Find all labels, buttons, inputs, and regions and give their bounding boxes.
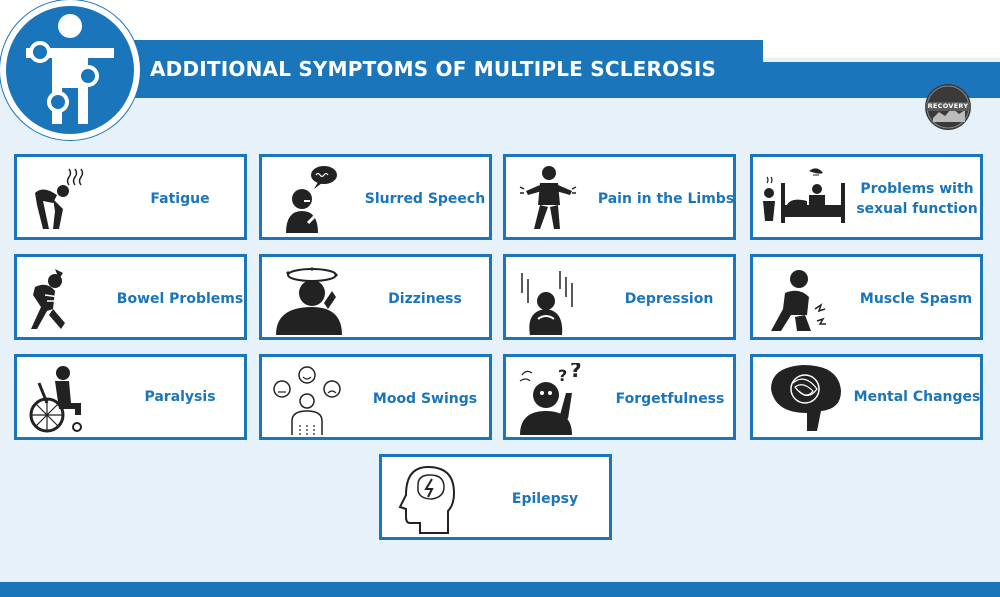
limb-pain-person-icon <box>519 166 577 229</box>
dizzy-head-icon <box>276 267 342 335</box>
symptom-label: Fatigue <box>150 191 210 207</box>
wheelchair-icon <box>29 366 82 433</box>
symptom-label: Paralysis <box>144 389 216 405</box>
symptom-card-mental-changes: Mental Changes <box>750 354 983 440</box>
symptom-label: Dizziness <box>388 291 462 307</box>
speech-bubble-person-icon <box>286 166 337 233</box>
symptom-card-bowel-problems: Bowel Problems <box>14 254 247 340</box>
symptom-card-mood-swings: Mood Swings <box>259 354 492 440</box>
symptom-card-depression: Depression <box>503 254 736 340</box>
symptom-label: Slurred Speech <box>364 191 486 207</box>
tangled-brain-icon <box>771 365 841 431</box>
symptom-card-paralysis: Paralysis <box>14 354 247 440</box>
symptom-card-fatigue: Fatigue <box>14 154 247 240</box>
symptom-label: Pain in the Limbs <box>597 191 735 207</box>
symptom-label: Forgetfulness <box>615 391 725 407</box>
page-title: ADDITIONAL SYMPTOMS OF MULTIPLE SCLEROSI… <box>150 57 717 81</box>
symptom-card-forgetfulness: ? ? Forgetfulness <box>503 354 736 440</box>
title-bar <box>80 40 763 98</box>
symptom-label: Depression <box>624 291 714 307</box>
logo-circle <box>0 0 140 140</box>
symptom-label: Problems with sexual function <box>856 181 978 217</box>
symptom-label: Muscle Spasm <box>859 291 973 307</box>
sad-person-rain-icon <box>521 271 573 335</box>
bottom-bar <box>0 582 1000 597</box>
brand-name: RECOVERY <box>925 102 971 111</box>
kneeling-spasm-icon <box>771 270 826 331</box>
symptom-label: Mental Changes <box>853 389 981 405</box>
head-lightning-icon <box>398 465 456 534</box>
confused-question-icon: ? ? <box>519 363 582 435</box>
symptom-label: Mood Swings <box>372 391 478 407</box>
svg-text:?: ? <box>570 363 582 382</box>
symptom-card-muscle-spasm: Muscle Spasm <box>750 254 983 340</box>
person-figure-icon <box>26 14 114 124</box>
symptom-card-problems-with-sexual-function: Problems with sexual function <box>750 154 983 240</box>
symptom-card-pain-in-the-limbs: Pain in the Limbs <box>503 154 736 240</box>
symptom-card-epilepsy: Epilepsy <box>379 454 612 540</box>
tired-person-icon <box>35 168 84 229</box>
svg-text:?: ? <box>558 366 567 385</box>
symptom-label: Bowel Problems <box>116 291 244 307</box>
brand-logo: RECOVERY <box>925 84 971 130</box>
mood-faces-icon <box>273 366 341 435</box>
symptom-label: Epilepsy <box>511 491 579 507</box>
stomach-pain-person-icon <box>31 269 65 329</box>
symptom-card-slurred-speech: Slurred Speech <box>259 154 492 240</box>
bed-couple-icon <box>763 168 845 223</box>
symptom-card-dizziness: Dizziness <box>259 254 492 340</box>
